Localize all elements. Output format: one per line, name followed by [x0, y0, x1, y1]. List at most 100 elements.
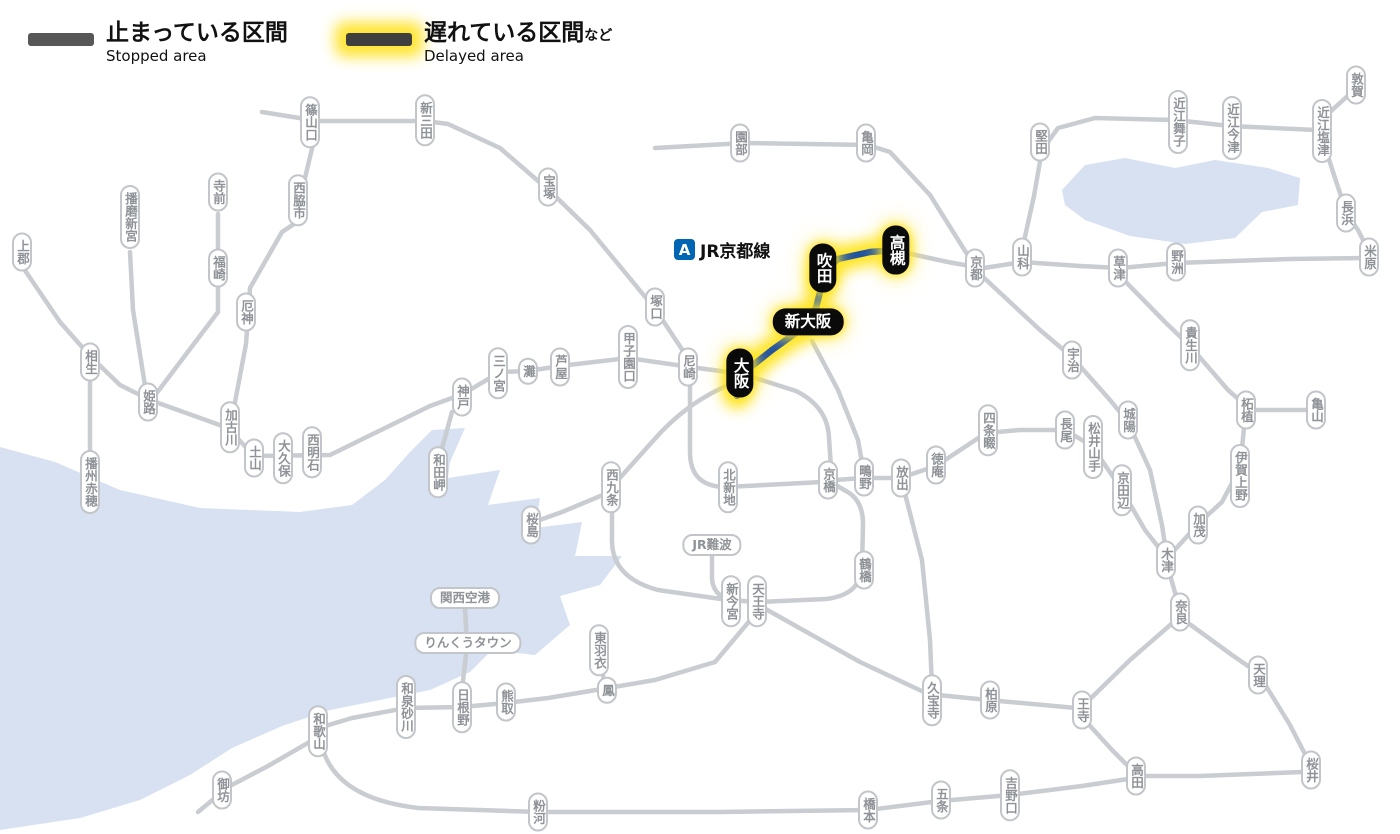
station-pill: 相生 [80, 342, 100, 382]
station-pill: 米原 [1359, 237, 1379, 277]
station-pill: 放出 [891, 458, 911, 498]
station-pill: 塚口 [645, 287, 665, 327]
station-pill: 和泉砂川 [396, 675, 416, 739]
station-pill: 柘植 [1236, 390, 1256, 430]
station-pill: 奈良 [1170, 592, 1190, 632]
station-pill: 大久保 [273, 432, 293, 484]
station-pill: 天王寺 [747, 575, 767, 627]
station-pill: 京都 [965, 248, 985, 288]
station-pill: 長尾 [1055, 410, 1075, 450]
station-pill: 熊取 [496, 682, 516, 722]
station-pill: 伊賀上野 [1230, 444, 1250, 508]
station-pill: 関西空港 [429, 587, 501, 609]
station-pill: 堅田 [1030, 122, 1050, 162]
station-pill: 近江塩津 [1312, 99, 1332, 163]
station-pill: 西脇市 [288, 174, 308, 226]
delayed-line-segment[interactable] [733, 246, 900, 400]
station-pill: 鳳 [597, 676, 617, 704]
line-badge-name: JR京都線 [700, 242, 771, 262]
station-pill: 新今宮 [721, 575, 741, 627]
station-pill: 鶴橋 [854, 550, 874, 590]
station-pill: 西九条 [601, 461, 621, 513]
station-pill: 久宝寺 [922, 674, 942, 726]
line-a-icon: A [674, 239, 695, 260]
legend-delayed: 遅れている区間など Delayed area [345, 20, 613, 66]
legend: 止まっている区間 Stopped area 遅れている区間など Delayed … [28, 20, 612, 66]
station-pill: 四条畷 [978, 404, 998, 456]
station-pill: 亀山 [1306, 390, 1326, 430]
station-pill: 木津 [1156, 540, 1176, 580]
station-pill: 加古川 [220, 401, 240, 453]
stopped-bar-icon [28, 33, 94, 46]
station-pill: 京田辺 [1112, 464, 1132, 516]
station-pill: 日根野 [452, 681, 472, 733]
station-pill: 新三田 [415, 94, 435, 146]
station-pill: りんくうタウン [414, 632, 522, 654]
station-pill: 近江舞子 [1168, 90, 1188, 154]
station-pill: 寺前 [208, 172, 228, 212]
station-pill: 灘 [518, 357, 538, 385]
station-pill: 貴生川 [1180, 319, 1200, 371]
station-pill: 篠山口 [300, 96, 320, 148]
station-pill: 和歌山 [308, 705, 328, 757]
legend-stopped-sublabel: Stopped area [106, 47, 207, 66]
station-pill: 近江今津 [1222, 96, 1242, 160]
delayed-bar-icon [345, 33, 412, 46]
station-pill: 高田 [1126, 756, 1146, 796]
legend-delayed-label: 遅れている区間など [423, 20, 613, 46]
station-pill: 草津 [1108, 248, 1128, 288]
station-pill-delayed: 吹田 [809, 243, 837, 293]
station-pill: 粉河 [528, 792, 548, 832]
station-pill: 王寺 [1072, 690, 1092, 730]
station-pill: 上郡 [12, 232, 32, 272]
station-pill-delayed: 新大阪 [772, 308, 844, 336]
station-pill: 播磨新宮 [120, 185, 140, 249]
station-pill: 柏原 [980, 680, 1000, 720]
station-pill: 京橋 [818, 460, 838, 500]
station-pill: 吉野口 [1000, 769, 1020, 821]
station-pill: 和田岬 [428, 446, 448, 498]
station-pill-delayed: 大阪 [726, 348, 754, 398]
legend-stopped: 止まっている区間 Stopped area [28, 20, 288, 66]
station-pill: 長浜 [1336, 193, 1356, 233]
station-pill: 山科 [1012, 237, 1032, 277]
station-pill: 園部 [730, 123, 750, 163]
station-pill: 城陽 [1118, 400, 1138, 440]
station-pill: 徳庵 [926, 445, 946, 485]
legend-stopped-label: 止まっている区間 [106, 20, 288, 46]
line-badge-jr-kyoto[interactable]: A JR京都線 [672, 236, 778, 263]
station-pill: 桜井 [1301, 750, 1321, 790]
station-pill: 天理 [1248, 655, 1268, 695]
station-pill: 鴫野 [854, 457, 874, 497]
station-pill: 亀岡 [856, 123, 876, 163]
osaka-bay-water [0, 428, 622, 830]
station-pill: 神戸 [452, 377, 472, 417]
station-pill: 敦賀 [1346, 65, 1366, 105]
water-layer [0, 158, 1300, 830]
station-pill: 御坊 [212, 770, 232, 810]
station-pill: JR難波 [682, 534, 742, 556]
station-pill: 姫路 [138, 382, 158, 422]
station-pill: 加茂 [1188, 505, 1208, 545]
station-pill: 北新地 [718, 461, 738, 513]
station-pill: 野洲 [1166, 242, 1186, 282]
station-pill: 宝塚 [538, 167, 558, 207]
station-pill: 五条 [931, 780, 951, 820]
station-pill: 桜島 [521, 505, 541, 545]
station-pill: 橋本 [858, 790, 878, 830]
station-pill: 三ノ宮 [488, 347, 508, 399]
station-pill-delayed: 高槻 [882, 225, 910, 275]
lake-biwa-water [1062, 158, 1300, 244]
station-pill: 芦屋 [550, 347, 570, 387]
legend-delayed-sublabel: Delayed area [423, 47, 524, 66]
station-pill: 宇治 [1062, 340, 1082, 380]
station-pill: 播州赤穂 [80, 450, 100, 514]
station-pill: 西明石 [302, 426, 322, 478]
station-pill: 尼崎 [678, 347, 698, 387]
station-pill: 東羽衣 [589, 624, 609, 676]
station-pill: 松井山手 [1083, 415, 1103, 479]
station-pill: 甲子園口 [618, 325, 638, 389]
station-pill: 土山 [244, 438, 264, 478]
